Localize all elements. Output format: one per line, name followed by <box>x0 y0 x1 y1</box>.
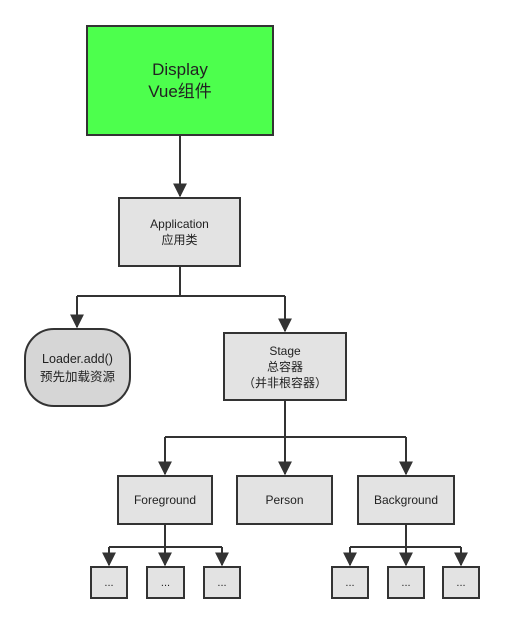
edge-foreground-split <box>109 525 222 548</box>
ellipsis-label: ... <box>456 576 466 589</box>
ellipsis-label: ... <box>104 576 114 589</box>
ellipsis-label: ... <box>160 576 171 589</box>
application-node-subtitle: 应用类 <box>161 233 198 247</box>
stage-node: Stage 总容器 （并非根容器） <box>223 332 347 401</box>
foreground-child-1: ... <box>90 566 128 599</box>
foreground-child-3: ... <box>203 566 241 599</box>
stage-node-subtitle: 总容器 <box>266 359 303 374</box>
display-node-subtitle: Vue组件 <box>148 81 212 101</box>
loader-node-subtitle: 预先加载资源 <box>39 369 115 384</box>
background-child-3: ... <box>442 566 480 599</box>
application-node-title: Application <box>150 217 209 231</box>
ellipsis-label: ... <box>217 576 227 589</box>
background-node: Background <box>357 475 455 525</box>
background-node-label: Background <box>373 493 439 507</box>
application-node: Application 应用类 <box>118 197 241 267</box>
display-node-title: Display <box>152 59 208 79</box>
background-child-2: ... <box>387 566 425 599</box>
foreground-node: Foreground <box>117 475 213 525</box>
edge-stage-split <box>165 401 406 438</box>
ellipsis-label: ... <box>401 576 411 589</box>
loader-node: Loader.add() 预先加载资源 <box>24 328 131 407</box>
person-node: Person <box>236 475 333 525</box>
background-child-1: ... <box>331 566 369 599</box>
edge-application-split <box>77 267 285 297</box>
foreground-node-label: Foreground <box>133 493 197 507</box>
person-node-label: Person <box>265 493 304 507</box>
edge-background-split <box>350 525 461 548</box>
stage-node-note: （并非根容器） <box>242 375 327 390</box>
ellipsis-label: ... <box>345 576 355 589</box>
loader-node-title: Loader.add() <box>42 351 113 366</box>
stage-node-title: Stage <box>269 343 301 358</box>
foreground-child-2: ... <box>146 566 185 599</box>
display-node: Display Vue组件 <box>86 25 274 136</box>
